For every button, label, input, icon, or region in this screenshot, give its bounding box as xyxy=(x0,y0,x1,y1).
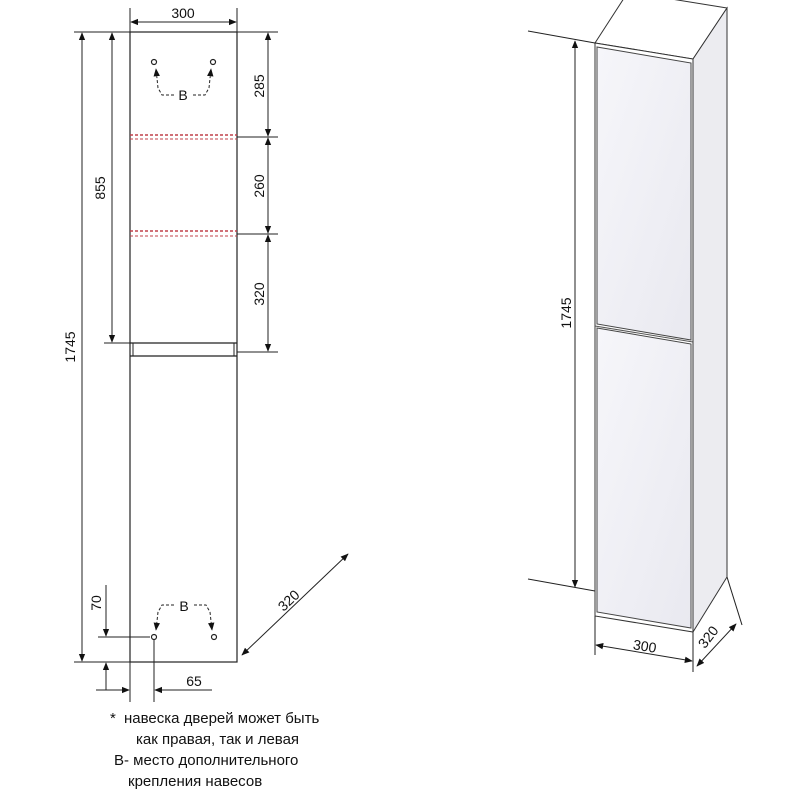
mount-hole-bottom-right xyxy=(210,633,218,641)
front-view: 300 1745 855 285 260 320 B B xyxy=(62,5,349,702)
iso-height-ext-top xyxy=(527,30,596,44)
mount-marker-top: B xyxy=(178,87,187,103)
note-line-1: * навеска дверей может быть xyxy=(100,708,319,729)
door-gap-line xyxy=(594,325,694,343)
fixed-shelf xyxy=(132,342,235,357)
mount-hole-bottom-left xyxy=(150,633,158,641)
iso-height-ext-bottom xyxy=(527,578,596,592)
shelf-dim-label-1: 285 xyxy=(251,74,267,98)
shelf-dim-label-2: 260 xyxy=(251,174,267,198)
mount-marker-bottom: B xyxy=(179,598,188,614)
mount-leader-bottom-left xyxy=(153,604,174,631)
depth-dim-line xyxy=(241,553,349,656)
note-text-1: навеска дверей может быть xyxy=(124,710,320,727)
mount-leader-top-left xyxy=(153,68,174,96)
iso-width-label: 300 xyxy=(632,636,658,655)
cabinet-side-face xyxy=(692,6,728,634)
bottom-offset-label: 70 xyxy=(88,595,104,611)
iso-view: 1745 300 320 xyxy=(527,0,743,672)
notes-block: * навеска дверей может быть как правая, т… xyxy=(100,708,319,792)
width-label: 300 xyxy=(171,5,195,21)
iso-depth-dim-line xyxy=(696,623,737,667)
iso-depth-ext xyxy=(726,576,743,626)
lower-door xyxy=(596,327,692,629)
upper-door xyxy=(596,46,692,341)
depth-label: 320 xyxy=(275,586,303,614)
note-line-4: крепления навесов xyxy=(128,773,263,790)
hole-offset-label: 65 xyxy=(186,673,202,689)
iso-depth-label: 320 xyxy=(695,623,722,651)
mount-leader-top-right xyxy=(193,68,214,96)
note-line-2: как правая, так и левая xyxy=(136,731,300,748)
mount-leader-bottom-right xyxy=(194,604,215,631)
mount-hole-top-right xyxy=(209,58,217,66)
upper-height-label: 855 xyxy=(92,176,108,200)
mount-hole-top-left xyxy=(150,58,158,66)
iso-height-label: 1745 xyxy=(558,297,574,328)
shelf-dim-label-3: 320 xyxy=(251,282,267,306)
iso-width-dim-line xyxy=(595,643,693,663)
note-asterisk: * xyxy=(110,710,116,727)
note-line-3: B- место дополнительного xyxy=(114,752,299,769)
total-height-label: 1745 xyxy=(62,331,78,362)
